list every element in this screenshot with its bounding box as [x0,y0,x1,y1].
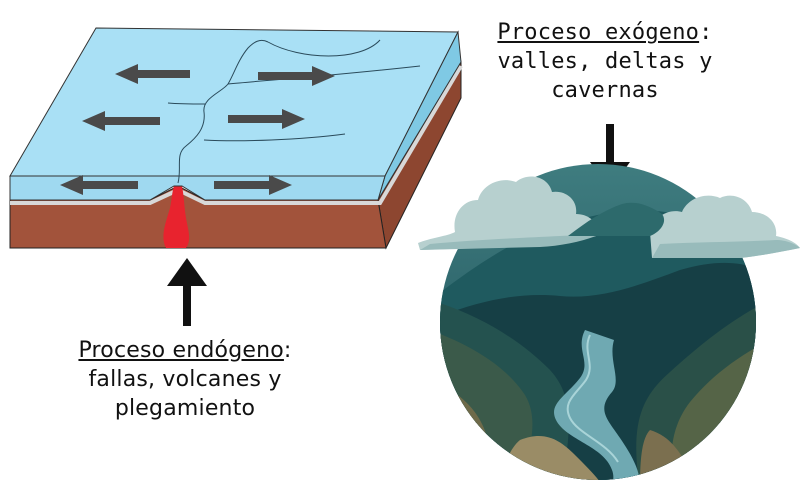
tectonic-block [9,27,463,250]
fault-line-left [167,102,206,105]
ridge-line-top [267,39,381,57]
landscape-sphere [418,164,800,480]
exogenous-heading: Proceso exógeno [497,20,700,45]
endogenous-line-1: fallas, volcanes y [88,367,282,392]
exogenous-line-2: cavernas [551,78,659,103]
fault-line-mid [203,133,346,142]
magma-plume [163,186,190,248]
ocean-top-surface [9,27,459,177]
exogenous-line-1: valles, deltas y [497,49,713,74]
cloud-right-shadow [652,240,800,258]
arrow-right-3 [214,175,292,195]
cloud-shadows [420,235,800,258]
exogenous-colon: : [699,20,713,45]
arrow-left-1 [115,64,190,84]
endogenous-colon: : [283,338,292,363]
endogenous-line-2: plegamiento [114,396,256,421]
arrow-left-3 [60,175,138,195]
mountain-peak [568,202,665,236]
cloud-left [418,176,597,250]
crust-top-line [10,64,463,205]
endogenous-heading: Proceso endógeno [78,338,284,363]
exogenous-label: Proceso exógeno: valles, deltas y cavern… [470,18,740,105]
arrow-right-2 [228,109,305,129]
endogenous-label: Proceso endógeno: fallas, volcanes y ple… [20,336,350,423]
arrow-right-1 [258,66,335,86]
up-arrow-icon [167,258,207,326]
cloud-left-shadow [420,235,596,250]
exogenous-heading-line: Proceso exógeno: [470,18,740,47]
plate-arrows [60,64,335,195]
endogenous-heading-line: Proceso endógeno: [20,336,350,365]
arrow-left-2 [82,111,160,131]
ridge-line [177,39,269,184]
